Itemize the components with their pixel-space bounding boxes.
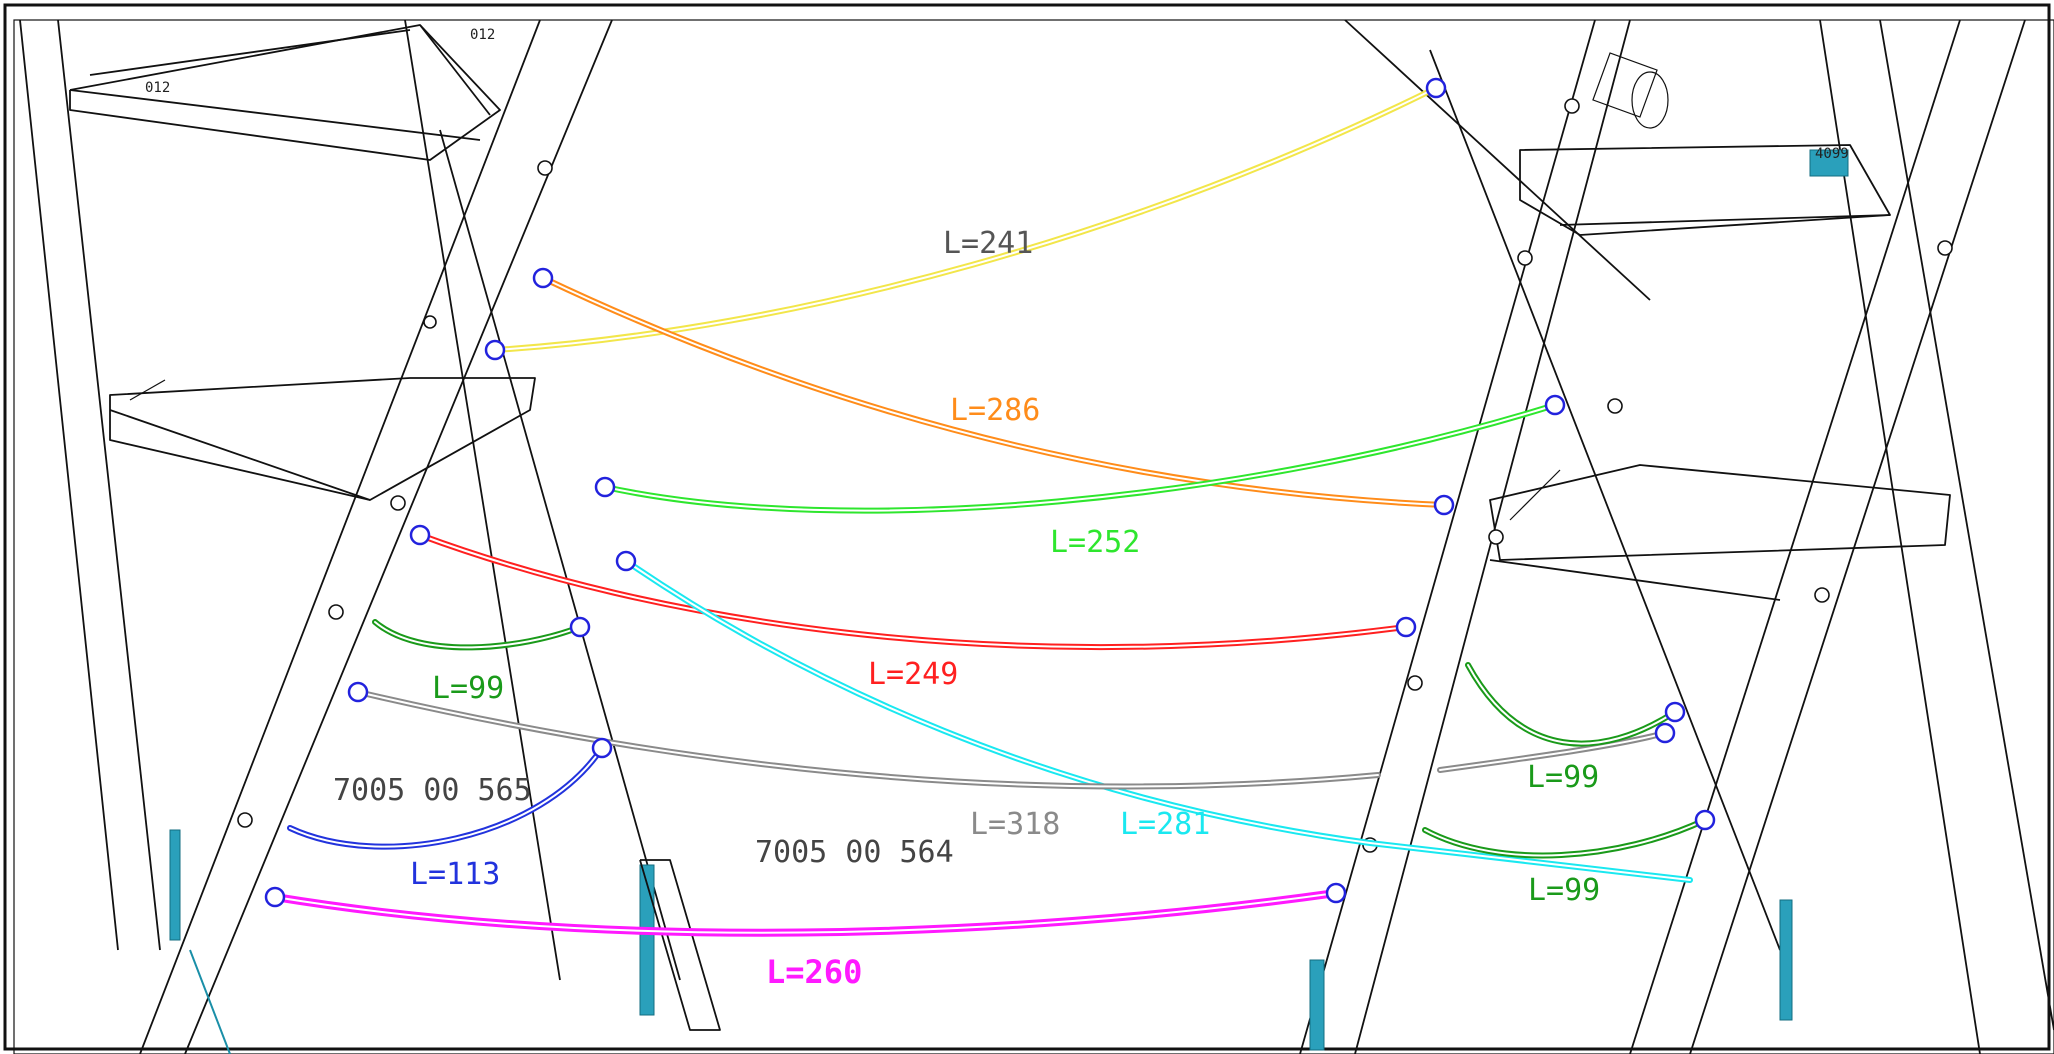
small-text-top-left-2: 012 bbox=[145, 80, 170, 96]
cable-cyan bbox=[615, 550, 1693, 883]
cable-yellow bbox=[484, 77, 1447, 361]
label-dark-green-right-1: L=99 bbox=[1527, 760, 1599, 795]
drawing-frame bbox=[3, 3, 2051, 1051]
label-orange: L=286 bbox=[950, 393, 1040, 428]
inner-frame bbox=[13, 19, 2054, 1054]
label-dark-green-right-2: L=99 bbox=[1528, 873, 1600, 908]
label-red: L=249 bbox=[868, 657, 958, 692]
cable-gray bbox=[347, 681, 1676, 790]
label-gray: L=318 bbox=[970, 807, 1060, 842]
cable-red bbox=[409, 524, 1417, 650]
label-yellow: L=241 bbox=[943, 226, 1033, 261]
left-structure bbox=[19, 19, 721, 1054]
cable-dark-green-right-2 bbox=[1422, 809, 1716, 859]
cable-magenta bbox=[264, 882, 1347, 937]
label-dark-green-left: L=99 bbox=[432, 671, 504, 706]
part-number-center: 7005 00 564 bbox=[755, 835, 954, 870]
cable-orange bbox=[532, 267, 1455, 516]
part-number-left: 7005 00 565 bbox=[333, 773, 532, 808]
small-text-top-left-1: 012 bbox=[470, 27, 495, 43]
label-cyan: L=281 bbox=[1120, 807, 1210, 842]
cable-blue bbox=[287, 737, 613, 850]
label-magenta: L=260 bbox=[766, 953, 862, 991]
cable-dark-green-right-1 bbox=[1465, 662, 1686, 747]
label-green-long: L=252 bbox=[1050, 525, 1140, 560]
cable-green-long bbox=[594, 394, 1566, 514]
cable-dark-green-left bbox=[372, 616, 591, 651]
mounting-holes bbox=[237, 98, 1953, 853]
small-text-top-right: 4099 bbox=[1815, 146, 1849, 162]
label-blue: L=113 bbox=[410, 857, 500, 892]
right-structure bbox=[1299, 19, 2054, 1054]
